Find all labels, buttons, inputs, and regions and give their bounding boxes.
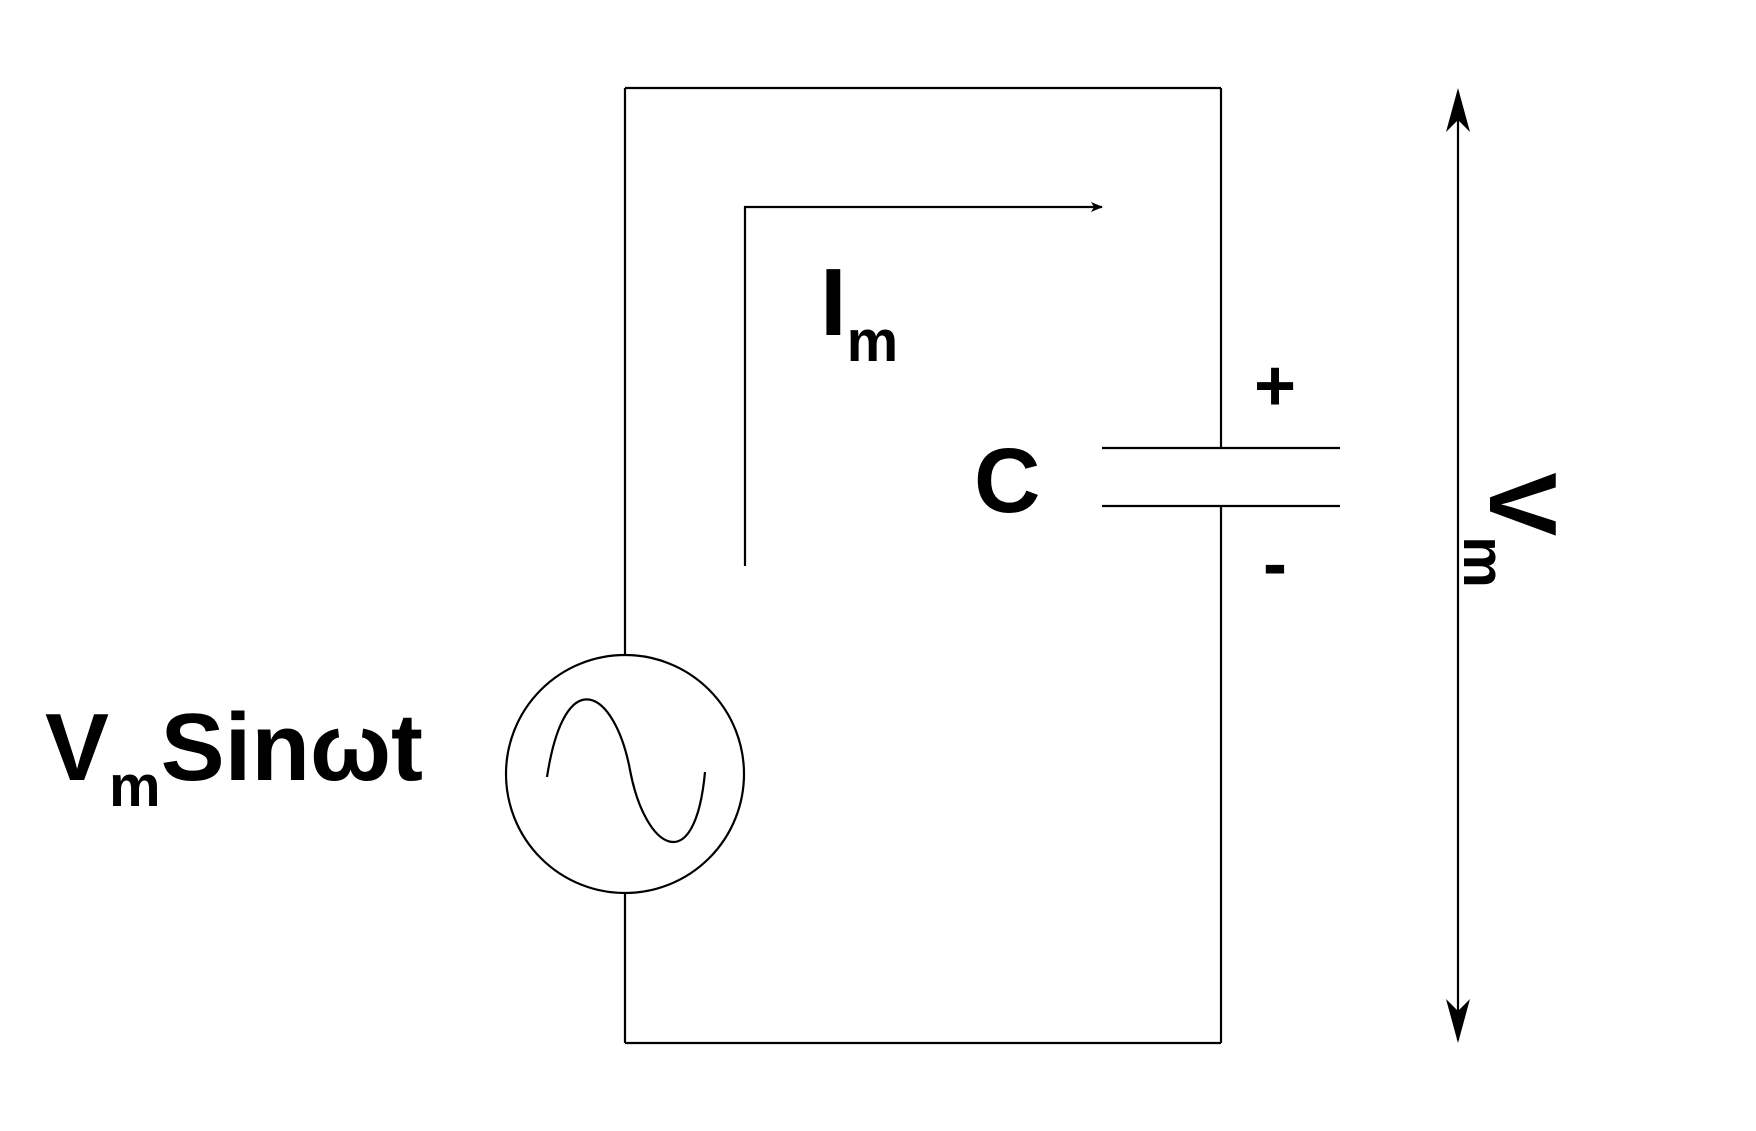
current-label-sub: m bbox=[847, 309, 899, 374]
voltage-arrow bbox=[1446, 88, 1470, 1043]
current-label-main: I bbox=[820, 249, 847, 356]
source-label-main: V bbox=[45, 694, 109, 801]
source-circle bbox=[504, 653, 746, 895]
current-arrow-path bbox=[743, 202, 1103, 566]
voltage-arrow-head-top bbox=[1446, 88, 1470, 132]
current-label: Im bbox=[820, 249, 898, 374]
voltage-arrow-head-bottom bbox=[1446, 999, 1470, 1043]
source-label: VmSinωt bbox=[45, 694, 423, 819]
capacitor-label: C bbox=[974, 430, 1040, 532]
source-label-sub: m bbox=[109, 754, 161, 819]
voltage-label-main: V bbox=[1469, 472, 1576, 536]
source-label-rest: Sinωt bbox=[161, 694, 423, 801]
circuit-wires bbox=[623, 86, 1223, 1045]
capacitor-minus-sign: - bbox=[1263, 524, 1287, 604]
voltage-label-sub: m bbox=[1451, 536, 1516, 588]
current-arrow bbox=[743, 202, 1103, 566]
voltage-label: Vm bbox=[1451, 472, 1576, 588]
capacitor bbox=[1102, 446, 1340, 508]
capacitor-plus-sign: + bbox=[1254, 346, 1296, 426]
sine-wave-icon bbox=[545, 698, 707, 843]
ac-source bbox=[504, 653, 746, 895]
